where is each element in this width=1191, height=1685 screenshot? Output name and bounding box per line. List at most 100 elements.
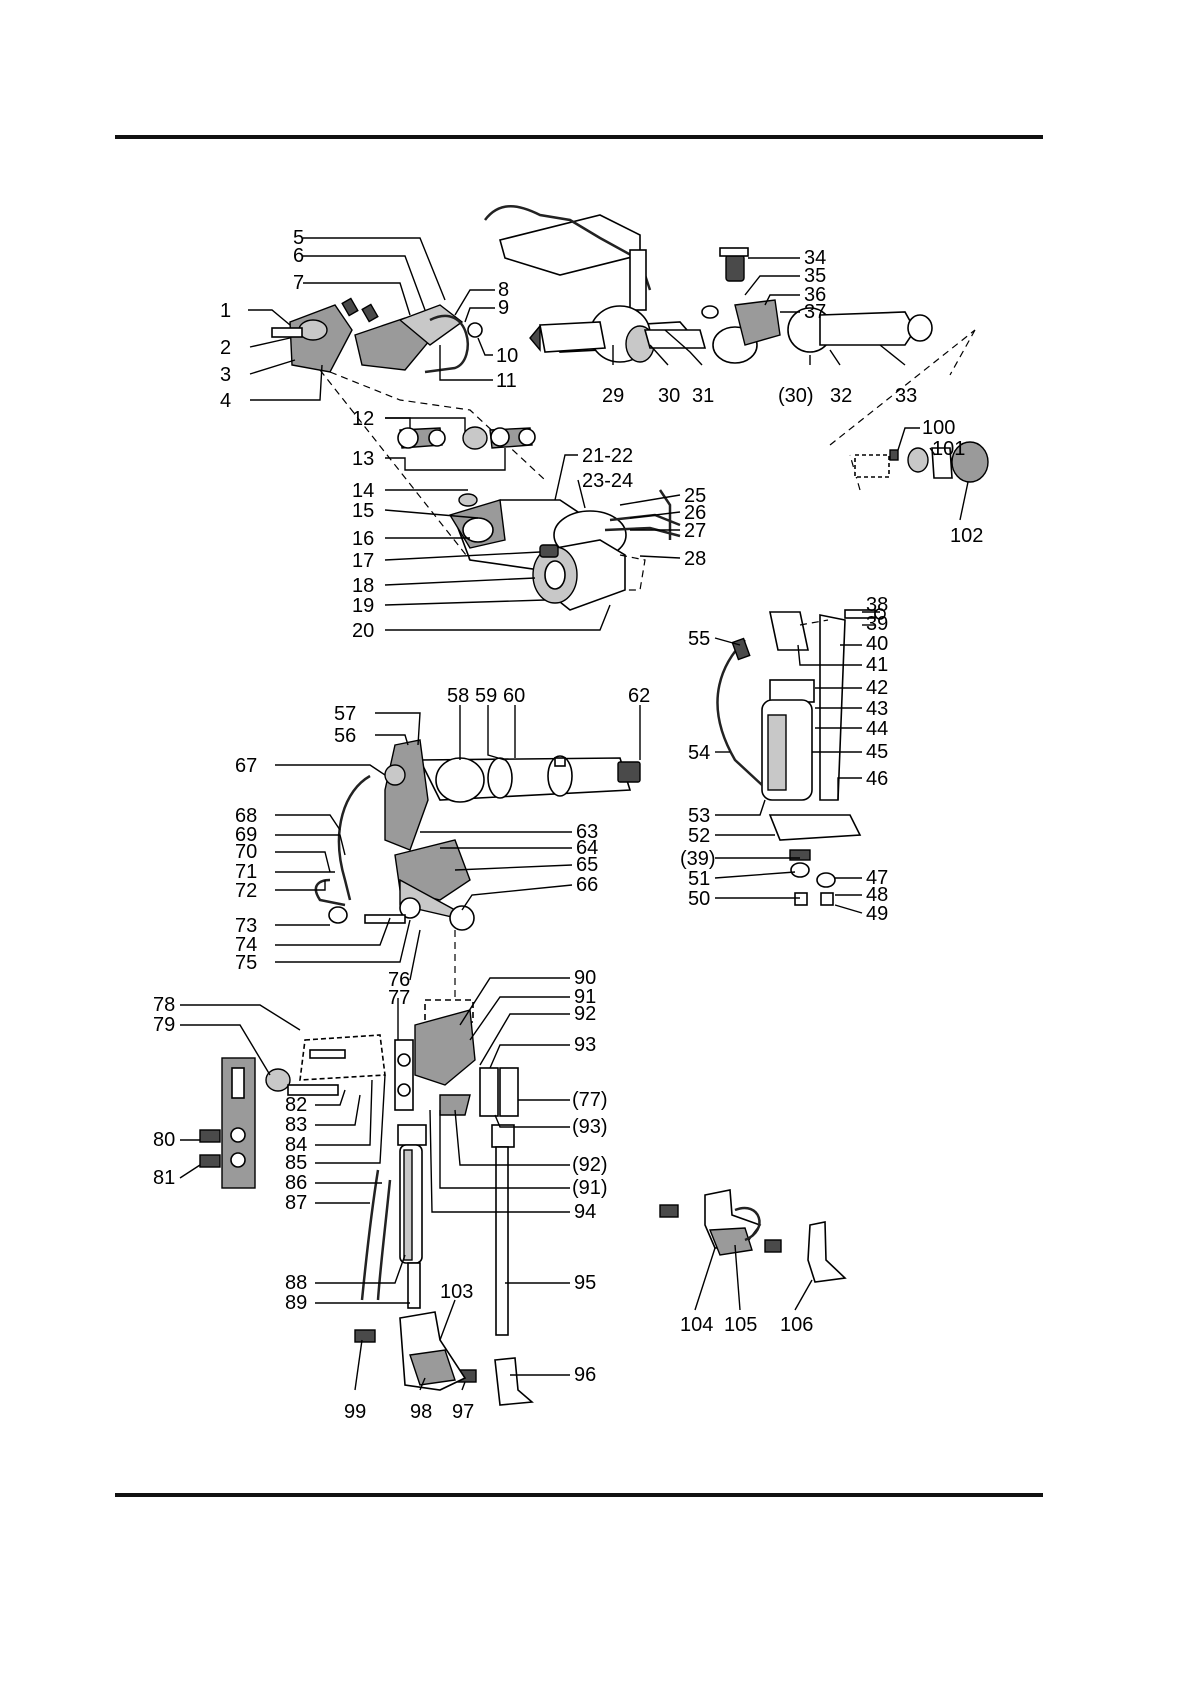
callout-60: 60 (503, 685, 525, 707)
callout-12: 12 (352, 408, 374, 430)
callout-1: 1 (220, 300, 231, 322)
callout-5: 5 (293, 227, 304, 249)
callout-99: 99 (344, 1401, 366, 1423)
callout-63: 63 (576, 821, 598, 843)
callout-23-24: 23-24 (582, 470, 633, 492)
callout-15: 15 (352, 500, 374, 522)
callout-19: 19 (352, 595, 374, 617)
callout-10: 10 (496, 345, 518, 367)
callout-34: 34 (804, 247, 826, 269)
callout-74: 74 (235, 934, 257, 956)
callout-45: 45 (866, 741, 888, 763)
callout-72: 72 (235, 880, 257, 902)
callout-79: 79 (153, 1014, 175, 1036)
callout-43: 43 (866, 698, 888, 720)
callout-91-ref: (91) (572, 1177, 608, 1199)
callout-75: 75 (235, 952, 257, 974)
callout-80: 80 (153, 1129, 175, 1151)
callout-77-ref: (77) (572, 1089, 608, 1111)
callout-86: 86 (285, 1172, 307, 1194)
callout-93: 93 (574, 1034, 596, 1056)
callout-13: 13 (352, 448, 374, 470)
callout-47: 47 (866, 867, 888, 889)
callout-20: 20 (352, 620, 374, 642)
callout-95: 95 (574, 1272, 596, 1294)
callout-64: 64 (576, 837, 598, 859)
callout-39-ref: (39) (680, 848, 716, 870)
callout-30-ref: (30) (778, 385, 814, 407)
upper-right-shaft-drawing (484, 205, 989, 491)
lower-right-presser-feet-drawing (659, 1189, 847, 1283)
callout-9: 9 (498, 297, 509, 319)
callout-102: 102 (950, 525, 983, 547)
callout-65: 65 (576, 854, 598, 876)
callout-7: 7 (293, 272, 304, 294)
callout-48: 48 (866, 884, 888, 906)
callout-90: 90 (574, 967, 596, 989)
callout-33: 33 (895, 385, 917, 407)
callout-41: 41 (866, 654, 888, 676)
callout-18: 18 (352, 575, 374, 597)
callout-2: 2 (220, 337, 231, 359)
callout-51: 51 (688, 868, 710, 890)
callout-29: 29 (602, 385, 624, 407)
callout-88: 88 (285, 1272, 307, 1294)
callout-106: 106 (780, 1314, 813, 1336)
callout-32: 32 (830, 385, 852, 407)
callout-92: 92 (574, 1003, 596, 1025)
callout-28: 28 (684, 548, 706, 570)
callout-35: 35 (804, 265, 826, 287)
callout-55: 55 (688, 628, 710, 650)
callout-69: 69 (235, 824, 257, 846)
callout-50: 50 (688, 888, 710, 910)
callout-100: 100 (922, 417, 955, 439)
callout-58: 58 (447, 685, 469, 707)
callout-91: 91 (574, 986, 596, 1008)
callout-94: 94 (574, 1201, 596, 1223)
callout-17: 17 (352, 550, 374, 572)
callout-25: 25 (684, 485, 706, 507)
callout-30: 30 (658, 385, 680, 407)
callout-68: 68 (235, 805, 257, 827)
callout-59: 59 (475, 685, 497, 707)
callout-82: 82 (285, 1094, 307, 1116)
callout-21-22: 21-22 (582, 445, 633, 467)
callout-49: 49 (866, 903, 888, 925)
callout-27: 27 (684, 520, 706, 542)
callout-105: 105 (724, 1314, 757, 1336)
middle-left-assembly-drawing (314, 739, 641, 1000)
bottom-rule (115, 1493, 1043, 1497)
callout-53: 53 (688, 805, 710, 827)
callout-83: 83 (285, 1114, 307, 1136)
callout-93-ref: (93) (572, 1116, 608, 1138)
callout-4: 4 (220, 390, 231, 412)
callout-84: 84 (285, 1134, 307, 1156)
callout-39: 39 (866, 613, 888, 635)
callout-92-ref: (92) (572, 1154, 608, 1176)
callout-96: 96 (574, 1364, 596, 1386)
upper-left-assembly-drawing (271, 297, 681, 611)
callout-56: 56 (334, 725, 356, 747)
callout-98: 98 (410, 1401, 432, 1423)
callout-73: 73 (235, 915, 257, 937)
callout-103: 103 (440, 1281, 473, 1303)
callout-40: 40 (866, 633, 888, 655)
callout-67: 67 (235, 755, 257, 777)
callout-46: 46 (866, 768, 888, 790)
callout-57: 57 (334, 703, 356, 725)
callout-14: 14 (352, 480, 374, 502)
callout-44: 44 (866, 718, 888, 740)
callout-70: 70 (235, 841, 257, 863)
callout-104: 104 (680, 1314, 713, 1336)
callout-87: 87 (285, 1192, 307, 1214)
callout-71: 71 (235, 861, 257, 883)
right-cylinder-drawing (716, 608, 886, 906)
callout-76: 76 (388, 969, 410, 991)
top-rule (115, 135, 1043, 139)
callout-97: 97 (452, 1401, 474, 1423)
callout-16: 16 (352, 528, 374, 550)
callout-42: 42 (866, 677, 888, 699)
callout-3: 3 (220, 364, 231, 386)
